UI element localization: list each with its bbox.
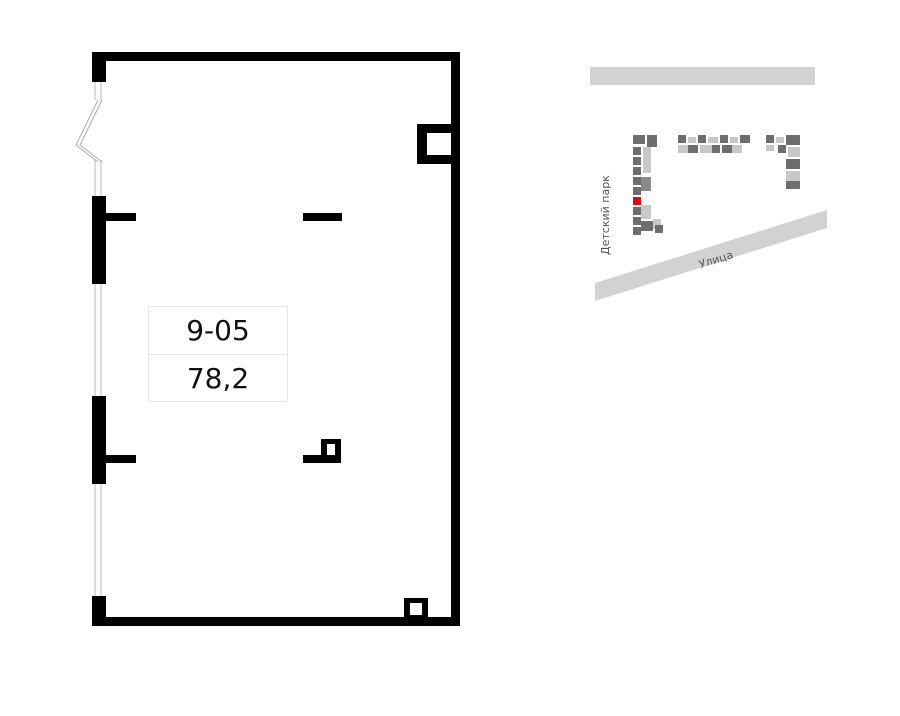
unit-area: 78,2 [149,354,287,402]
floor-plan [75,52,460,626]
partition-stub-upper-left [106,213,136,221]
building-top-wing [678,135,750,153]
window-glazing [94,82,102,596]
wall-right [451,52,460,626]
unit-number: 9-05 [186,314,250,347]
wall-bottom [92,617,460,626]
wall-left-bottom [92,596,106,626]
partition-stub-upper-right [303,213,342,221]
building-right-wing [766,135,800,189]
road-street [595,210,827,301]
wall-top [92,52,460,61]
highlighted-unit [633,197,641,205]
wall-left-mid2 [92,396,106,484]
unit-label: 9-05 78,2 [148,306,288,402]
entrance-door-icon [75,99,103,163]
site-map: Улица Детский парк [590,67,827,301]
park-label: Детский парк [599,175,612,255]
road-top [590,67,815,85]
wall-left-top [92,52,106,82]
partition-stub-lower-right [303,455,323,463]
partition-stub-lower-left [106,455,136,463]
wall-left-mid1 [92,196,106,284]
building-left-wing [633,135,663,235]
